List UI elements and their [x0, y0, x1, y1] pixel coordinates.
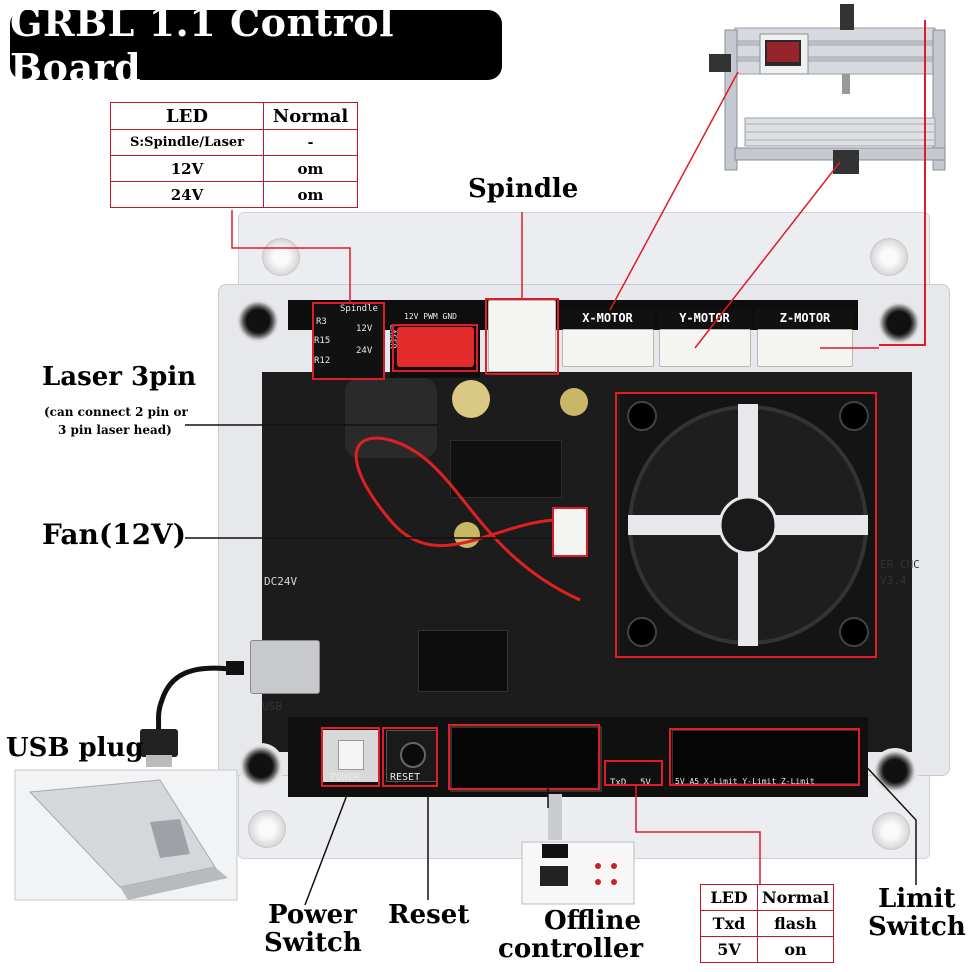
usb-callout: USB plug — [6, 733, 144, 763]
limit-callout-1: Limit — [878, 884, 956, 914]
cooling-fan — [620, 394, 876, 656]
limit-silk: 5V A5 X-Limit Y-Limit Z-Limit — [675, 777, 815, 786]
usb-port — [250, 640, 320, 694]
power-silk: POWER — [330, 772, 361, 783]
fan-highlight — [615, 392, 877, 658]
led-bottom-highlight — [604, 760, 663, 786]
mount-hole — [238, 743, 284, 789]
reset-callout: Reset — [388, 900, 470, 930]
limit-callout-2: Switch — [868, 912, 966, 942]
table-cell: 12V — [110, 155, 264, 182]
version-silk: V3.4 — [880, 574, 907, 587]
table-cell: om — [263, 155, 358, 182]
laser-note-2: 3 pin laser head) — [58, 423, 172, 437]
table-cell: 5V — [700, 936, 758, 963]
table-cell: 24V — [110, 181, 264, 208]
r15-silk: R15 — [314, 336, 331, 346]
table-cell: Txd — [700, 910, 758, 937]
laser-callout: Laser 3pin — [42, 362, 197, 392]
offline-ribbon-cable — [548, 794, 562, 840]
laser-highlight — [392, 324, 478, 372]
power-callout-1: Power — [268, 900, 357, 930]
reset-button-cap — [400, 742, 426, 768]
z-motor-label: Z-MOTOR — [755, 308, 855, 328]
chip — [450, 440, 562, 498]
led-status-table-top: LED Normal S:Spindle/Laser - 12V om 24V … — [110, 102, 358, 208]
chip — [418, 630, 508, 692]
power-callout-2: Switch — [264, 928, 362, 958]
laser-connector — [397, 327, 474, 367]
laser-note-1: (can connect 2 pin or — [44, 405, 188, 419]
5v-silk: 5V — [640, 778, 651, 788]
y-motor-label: Y-MOTOR — [657, 308, 752, 328]
x-motor-label: X-MOTOR — [560, 308, 655, 328]
12v-silk: 12V — [356, 324, 373, 334]
limit-header — [672, 730, 859, 784]
standoff — [872, 812, 910, 850]
standoff — [870, 238, 908, 276]
offline-header — [450, 726, 602, 792]
offline-callout-2: controller — [498, 934, 644, 964]
txd-silk: TxD — [610, 778, 627, 788]
led-area-highlight — [312, 302, 385, 380]
laptop-image — [14, 769, 238, 901]
offline-controller-image — [521, 841, 635, 905]
usb-silk: USB — [262, 700, 282, 713]
led-status-table-bottom: LED Normal Txd flash 5V on — [700, 884, 834, 963]
table-header: Normal — [263, 102, 358, 130]
offline-callout-1: Offline — [544, 906, 642, 936]
fan-wire — [354, 436, 581, 602]
fan-callout: Fan(12V) — [42, 518, 187, 551]
table-cell: on — [757, 936, 834, 963]
table-header: Normal — [757, 884, 834, 911]
r3-silk: R3 — [316, 317, 327, 327]
capacitor — [560, 388, 588, 416]
table-header: LED — [700, 884, 758, 911]
usb-cable — [140, 661, 244, 767]
table-cell: flash — [757, 910, 834, 937]
standoff — [262, 238, 300, 276]
cnc-silk: ER CNC — [880, 558, 920, 571]
pwm-silk: 12V PWM GND — [404, 312, 457, 321]
limit-highlight — [669, 728, 860, 786]
mount-hole — [235, 298, 281, 344]
led-indicator-area — [312, 303, 384, 379]
table-cell: - — [263, 129, 358, 156]
reset-highlight — [382, 727, 438, 787]
standoff — [248, 810, 286, 848]
mount-hole — [876, 300, 922, 346]
24v-silk: 24V — [356, 346, 373, 356]
spindle-highlight — [485, 298, 559, 375]
cnc-machine-image — [709, 4, 946, 174]
machine-highlight — [879, 20, 926, 346]
fan-connector-highlight — [552, 507, 588, 557]
spindle-silk: Spindle — [340, 304, 378, 314]
power-switch-knob — [338, 740, 364, 770]
x-motor-connector — [562, 329, 654, 367]
dc24v-silk: DC24V — [264, 575, 298, 588]
power-highlight — [321, 727, 380, 787]
spindle-connector — [488, 300, 556, 372]
reset-silk: RESET — [390, 772, 421, 783]
mount-hole — [872, 748, 918, 794]
spindle-callout: Spindle — [468, 174, 579, 204]
offline-highlight — [448, 724, 600, 790]
capacitor — [452, 380, 490, 418]
r12-silk: R12 — [314, 356, 331, 366]
table-cell: om — [263, 181, 358, 208]
